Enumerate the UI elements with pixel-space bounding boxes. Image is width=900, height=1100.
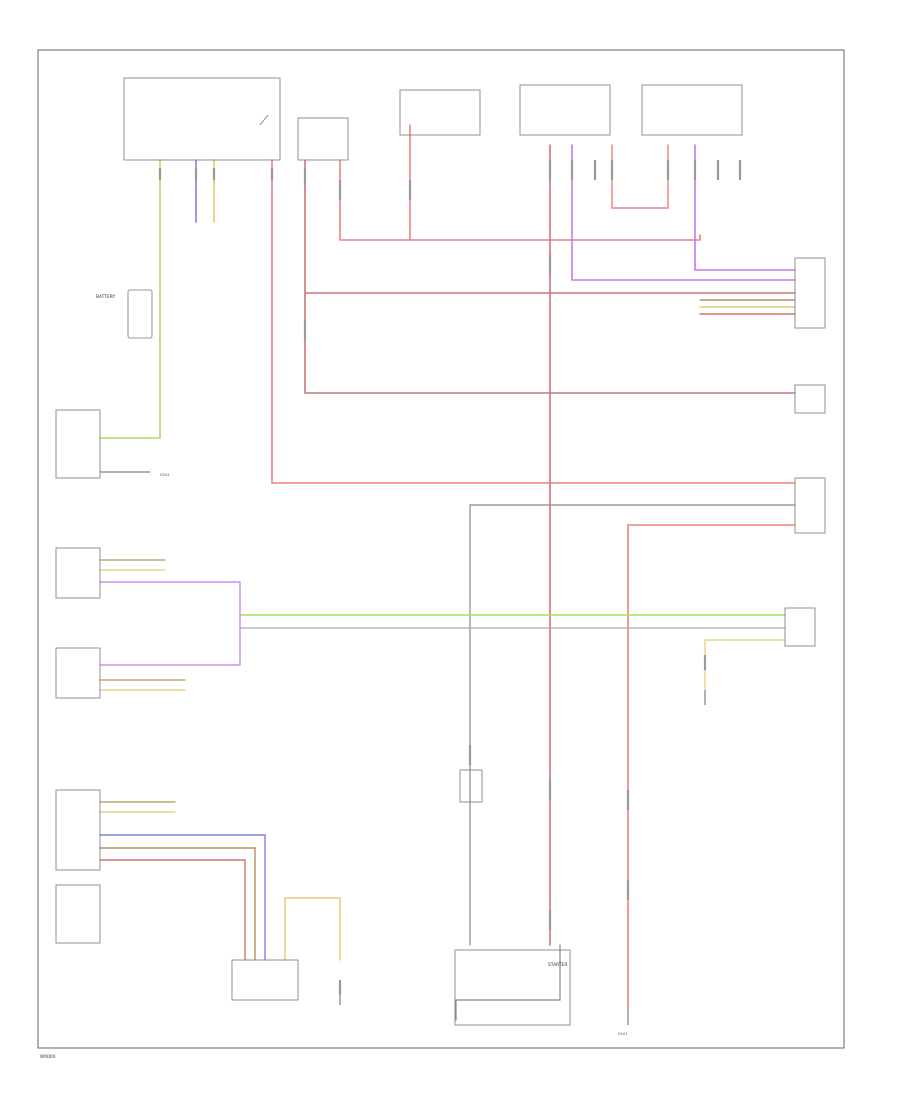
components	[55, 77, 826, 1026]
relay-carrier-2	[641, 84, 743, 136]
wire-battery-sensor-green	[99, 159, 161, 439]
right-module-2	[794, 384, 826, 414]
starter-label: STARTER	[548, 962, 567, 968]
diagram-code: W0000	[40, 1054, 56, 1060]
starter-motor	[454, 949, 571, 1026]
ignition-relay	[297, 117, 349, 161]
ground-symbols	[100, 471, 706, 1025]
rear-lock-module	[55, 884, 101, 944]
wire-ignition-feed	[304, 159, 796, 394]
wire-right-yellow	[704, 639, 786, 691]
battery-monitor-module	[55, 409, 101, 479]
battery-label: BATTERY	[96, 294, 116, 300]
right-module-4	[784, 607, 816, 647]
wire-right-output	[627, 524, 796, 1011]
wire-relay-violet-2	[694, 144, 796, 271]
transmission-selector-module	[55, 647, 101, 699]
wire-battery-positive	[271, 159, 796, 484]
battery-fuse	[459, 769, 483, 803]
transmission-control-module	[55, 547, 101, 599]
wires	[99, 124, 796, 1021]
wire-relay-link	[611, 144, 669, 209]
ground-label-left: G101	[160, 473, 170, 477]
wire-starter-ground	[455, 944, 561, 1021]
wire-acc-brown	[99, 847, 256, 961]
front-lock-module	[55, 789, 101, 871]
fuse-box	[399, 89, 481, 136]
ground-label-bottom: G101	[618, 1032, 628, 1036]
connector-stubs	[158, 160, 742, 995]
right-module-3	[794, 477, 826, 534]
diagram-frame	[37, 49, 845, 1049]
wire-relay-violet	[571, 144, 796, 281]
wire-fuse-feed	[339, 159, 701, 241]
wire-acc-yellow	[284, 897, 341, 961]
wire-acc-blue	[99, 834, 266, 961]
wire-ground-signal	[469, 504, 796, 946]
battery-junction-box	[123, 77, 281, 161]
battery	[127, 289, 153, 339]
relay-carrier-1	[519, 84, 611, 136]
wire-acc-red	[99, 859, 246, 961]
wire-left-violet	[99, 581, 241, 666]
accessory-connector	[231, 959, 299, 1001]
engine-control-module	[794, 257, 826, 329]
